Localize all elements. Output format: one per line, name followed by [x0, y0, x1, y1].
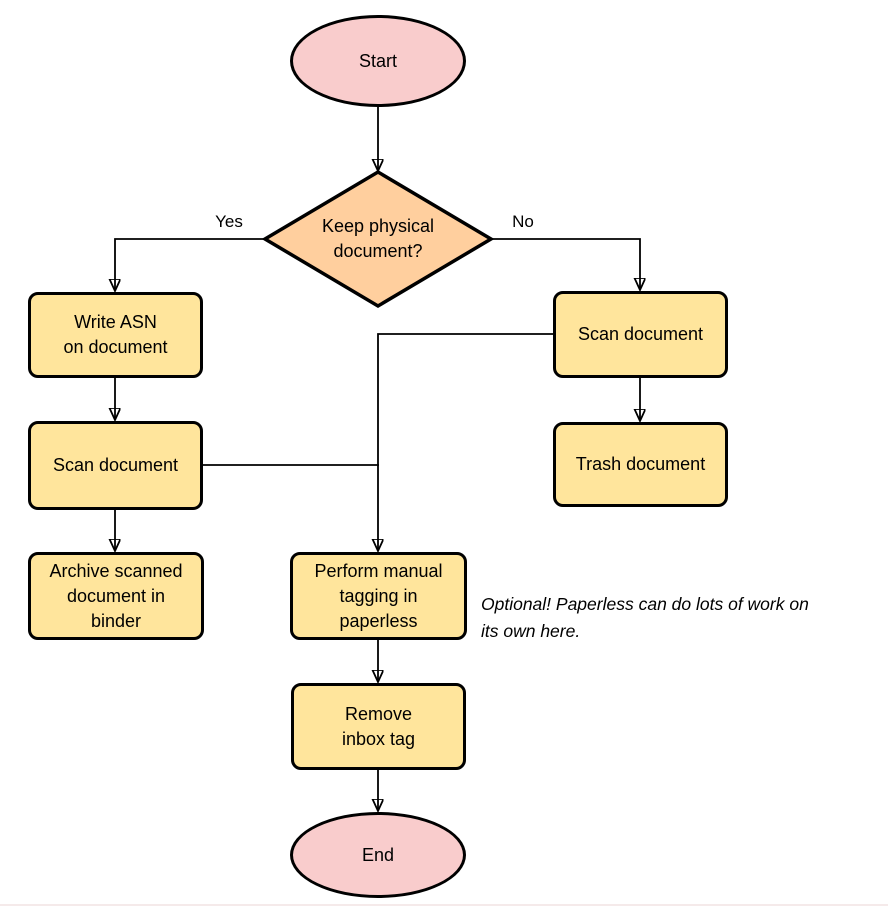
node-scan-document-right: Scan document: [553, 291, 728, 378]
bottom-edge-line: [0, 904, 888, 906]
node-scan-document-left-label: Scan document: [52, 455, 179, 475]
node-start-label: Start: [358, 50, 397, 71]
node-scan-document-right-label: Scan document: [577, 324, 704, 344]
node-archive-scanned: Archive scanned document in binder: [28, 552, 204, 640]
edge-label-no: No: [512, 212, 534, 231]
node-start: Start: [290, 15, 466, 107]
annotation-optional-note: Optional! Paperless can do lots of work …: [481, 594, 809, 641]
node-manual-tagging: Perform manual tagging in paperless: [290, 552, 467, 640]
node-write-asn: Write ASN on document: [28, 292, 203, 378]
node-end: End: [290, 812, 466, 898]
node-remove-inbox-tag-label: Remove inbox tag: [341, 703, 416, 749]
node-scan-document-left: Scan document: [28, 421, 203, 510]
edge-decision-yes-to-write-asn: [115, 238, 265, 291]
edge-scan-right-to-tagging: [378, 333, 553, 551]
node-end-label: End: [361, 844, 395, 865]
node-manual-tagging-label: Perform manual tagging in paperless: [314, 560, 443, 631]
edge-decision-no-to-scan-right: [491, 238, 640, 290]
node-write-asn-label: Write ASN on document: [63, 312, 168, 357]
node-remove-inbox-tag: Remove inbox tag: [291, 683, 466, 770]
node-trash-document: Trash document: [553, 422, 728, 507]
node-trash-document-label: Trash document: [575, 454, 706, 474]
edge-label-yes: Yes: [215, 212, 243, 231]
node-decision-label: Keep physical document?: [321, 216, 435, 261]
decision-diamond-shape: [261, 169, 495, 309]
node-archive-scanned-label: Archive scanned document in binder: [49, 560, 183, 631]
